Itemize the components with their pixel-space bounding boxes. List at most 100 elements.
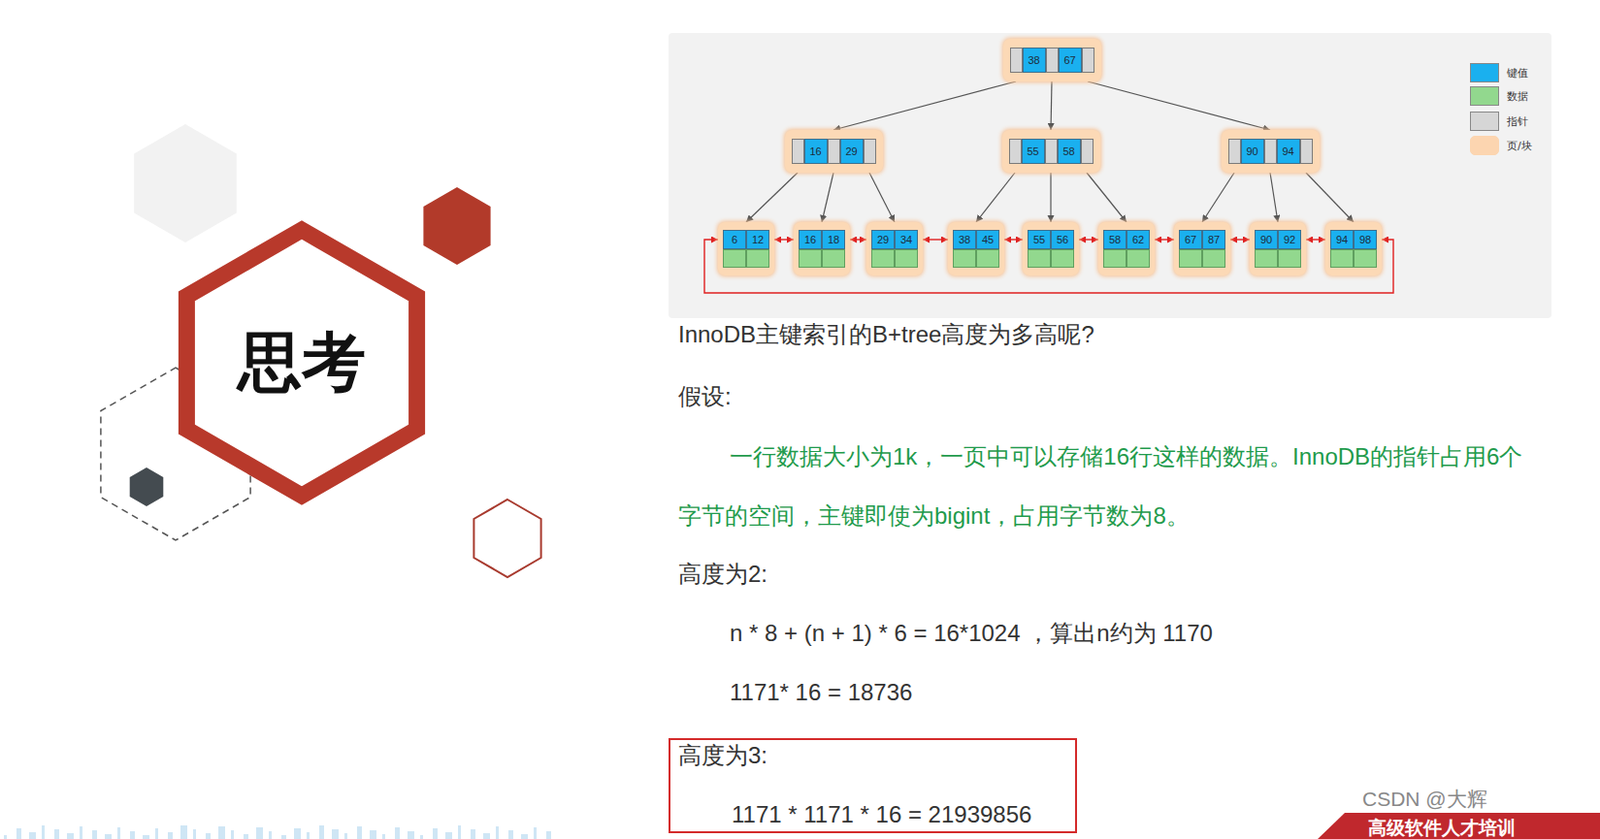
data-row xyxy=(722,249,770,268)
stripe-texture xyxy=(445,832,453,839)
stripe-texture xyxy=(495,826,499,839)
child-pointer xyxy=(1306,172,1354,223)
pointer-cell xyxy=(1045,47,1059,73)
key-value: 55 xyxy=(1027,229,1051,250)
stripe-texture xyxy=(66,833,74,839)
hexagon-border xyxy=(186,229,417,496)
key-row: 2934 xyxy=(871,229,918,250)
key-value: 94 xyxy=(1276,138,1301,164)
pointer-cell xyxy=(791,138,805,164)
assumption-text: 一行数据大小为1k，一页中可以存储16行这样的数据。InnoDB的指针占用6个字… xyxy=(678,443,1523,529)
key-row: 5556 xyxy=(1027,229,1075,250)
legend-text: 数据 xyxy=(1506,89,1529,104)
key-row: 6787 xyxy=(1178,229,1226,250)
index-page: 3867 xyxy=(1003,38,1102,82)
child-pointer xyxy=(1270,172,1278,223)
child-pointer xyxy=(821,172,834,223)
leaf-page: 9092 xyxy=(1249,222,1307,276)
stripe-texture xyxy=(470,829,476,839)
pointer-cell xyxy=(1080,138,1094,164)
key-value: 16 xyxy=(804,138,828,164)
data-cell xyxy=(871,249,895,268)
data-cell xyxy=(1277,249,1302,268)
data-cell xyxy=(1027,249,1051,268)
stripe-texture xyxy=(369,830,377,839)
data-cell xyxy=(1126,249,1150,268)
legend-swatch xyxy=(1469,135,1500,156)
stripe-texture xyxy=(205,833,211,839)
leaf-link xyxy=(1078,238,1099,240)
pointer-cell xyxy=(1264,138,1277,164)
pointer-cell xyxy=(1010,47,1023,73)
key-value: 34 xyxy=(894,229,918,250)
child-pointer xyxy=(1050,81,1052,131)
data-cell xyxy=(746,249,770,268)
key-row: 612 xyxy=(722,229,770,250)
data-cell xyxy=(976,249,1000,268)
label-slot: 高度为2: xyxy=(678,559,768,589)
leaf-link xyxy=(849,238,867,240)
label-slot: 1171* 16 = 18736 xyxy=(729,678,913,708)
stripe-texture xyxy=(546,831,552,839)
index-page: 90 94 xyxy=(1221,130,1320,173)
leaf-page: 1618 xyxy=(793,222,850,276)
outline-hexagon xyxy=(473,499,541,578)
leaf-link xyxy=(1154,238,1175,240)
key-value: 67 xyxy=(1178,229,1203,250)
dark-hexagon xyxy=(130,467,164,507)
child-pointer xyxy=(976,172,1015,223)
child-pointer xyxy=(833,81,1016,131)
stripe-texture xyxy=(256,827,263,839)
data-cell xyxy=(1254,249,1278,268)
data-cell xyxy=(1330,249,1354,268)
stripe-texture xyxy=(230,830,234,839)
legend-swatch xyxy=(1469,86,1500,106)
leaf-page: 5862 xyxy=(1098,222,1155,276)
data-cell xyxy=(722,249,747,268)
stripe-texture xyxy=(117,827,121,839)
key-value: 29 xyxy=(840,138,864,164)
legend-text: 页/块 xyxy=(1506,138,1533,154)
legend-entry: 页/块 xyxy=(1469,135,1533,156)
stripe-texture xyxy=(394,827,400,839)
case-heading: 高度为3: xyxy=(678,741,1054,771)
question: InnoDB主键索引的B+tree高度为多高呢? xyxy=(678,321,1095,348)
label-slot: 假设: xyxy=(678,382,732,412)
legend-entry: 指针 xyxy=(1469,111,1529,131)
stripe-texture xyxy=(180,825,188,839)
formula: 1171 * 1171 * 16 = 21939856 xyxy=(678,800,1054,830)
data-cell xyxy=(798,249,822,268)
key-value: 16 xyxy=(798,229,822,250)
stripe-texture xyxy=(420,835,424,839)
stripe-texture xyxy=(483,833,490,839)
stripe-texture xyxy=(243,834,249,839)
legend-text: 指针 xyxy=(1506,114,1529,130)
stripe-texture xyxy=(41,825,45,839)
key-value: 94 xyxy=(1330,229,1354,250)
pointer-cell xyxy=(1300,138,1313,164)
key-value: 18 xyxy=(821,229,846,250)
formula: n * 8 + (n + 1) * 6 = 16*1024 ，算出n约为 117… xyxy=(729,620,1213,647)
stripe-texture xyxy=(382,834,386,839)
index-page: 1629 xyxy=(784,130,883,173)
red-hexagon xyxy=(423,187,490,265)
pointer-cell xyxy=(1009,138,1022,164)
stripe-texture xyxy=(92,830,98,839)
leaf-link xyxy=(922,238,948,240)
leaf-page: 612 xyxy=(718,222,775,276)
legend-swatch xyxy=(1469,111,1500,131)
leaf-link xyxy=(1306,238,1326,240)
stripe-texture xyxy=(306,832,310,839)
child-pointer xyxy=(1049,172,1051,223)
key-value: 29 xyxy=(871,229,895,250)
leaf-page: 3845 xyxy=(947,222,1005,276)
key-value: 92 xyxy=(1277,229,1302,250)
label-slot: 一行数据大小为1k，一页中可以存储16行这样的数据。InnoDB的指针占用6个字… xyxy=(678,426,1533,546)
stripe-texture xyxy=(29,832,36,839)
leaf-link xyxy=(774,238,794,240)
key-value: 90 xyxy=(1240,138,1265,164)
data-row xyxy=(1330,249,1377,268)
data-cell xyxy=(894,249,918,268)
assumption-heading: 假设: xyxy=(678,383,732,410)
